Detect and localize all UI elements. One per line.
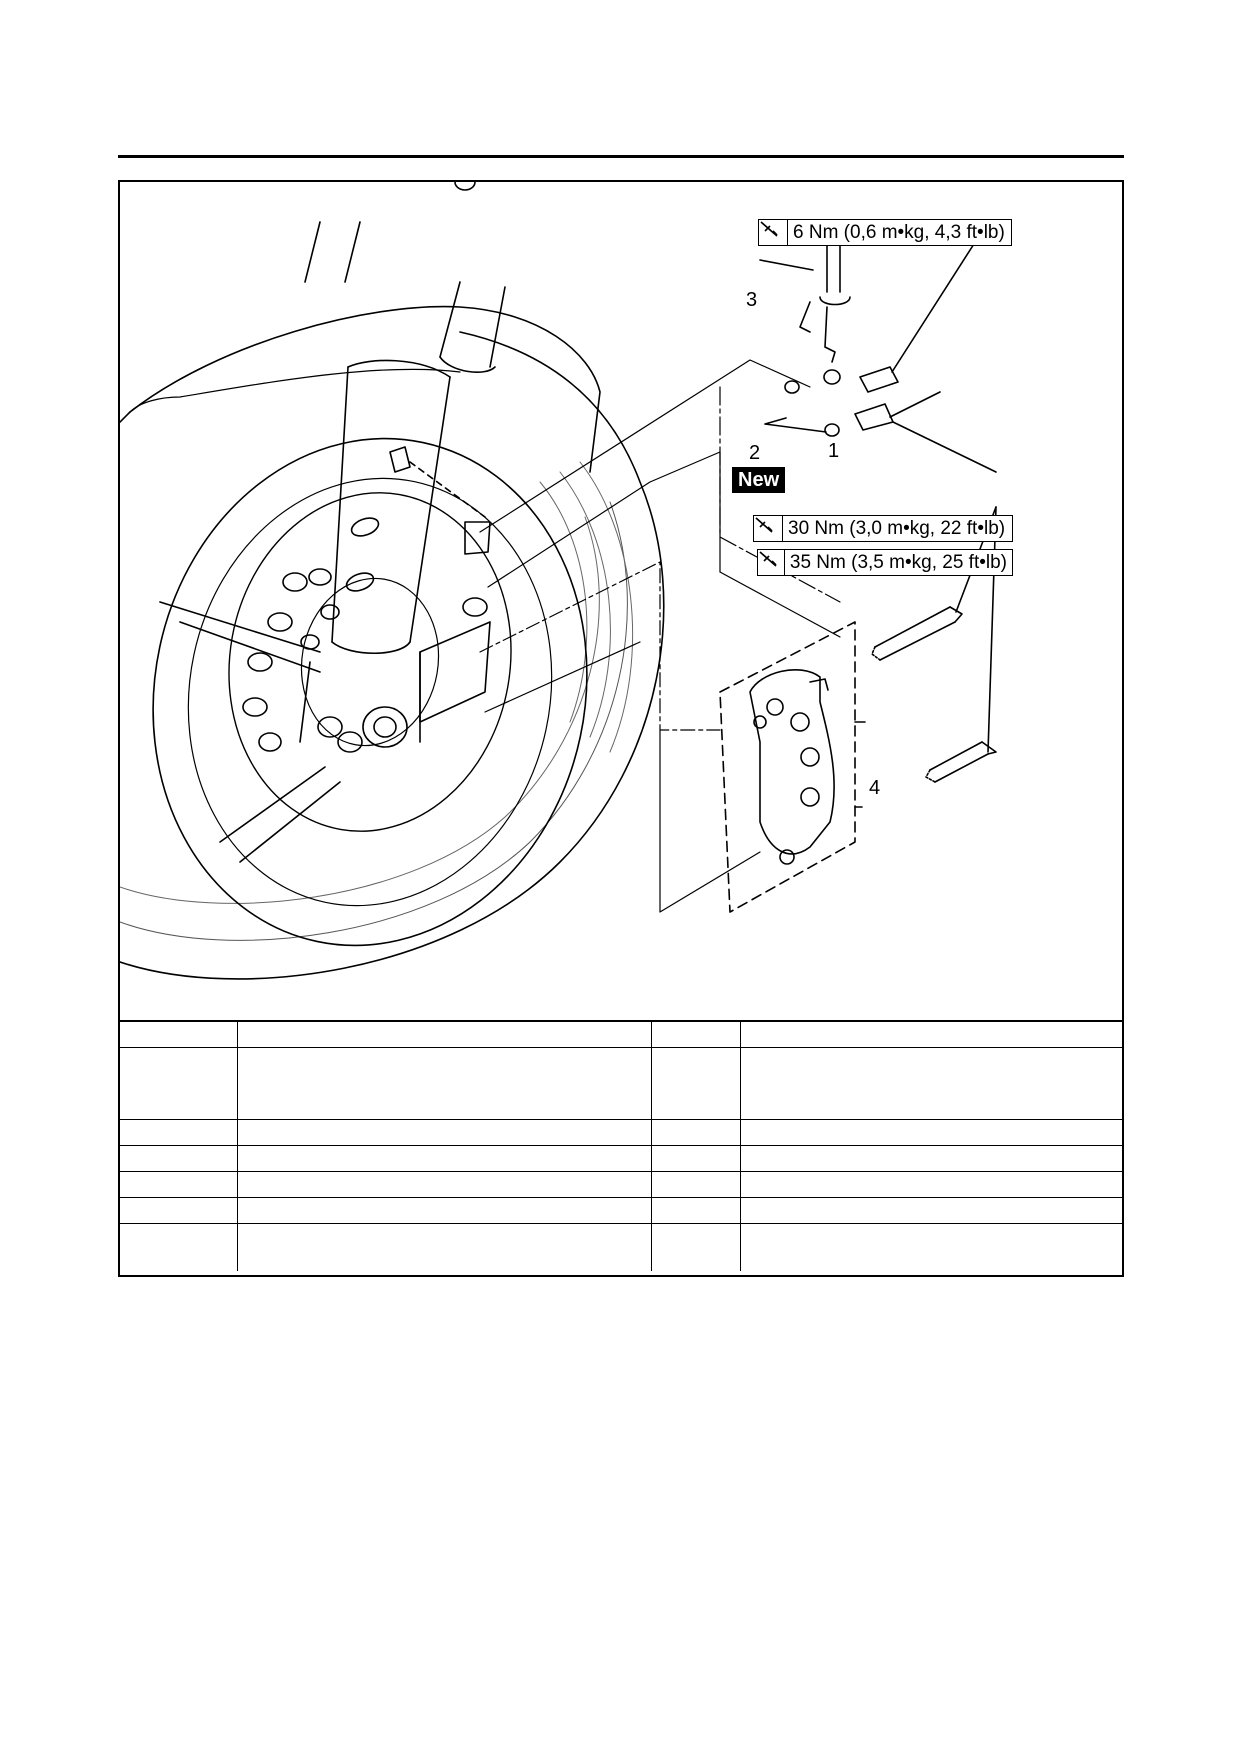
- torque-value: 30 Nm (3,0 m•kg, 22 ft•lb): [788, 517, 1006, 539]
- table-row: [120, 1197, 1122, 1224]
- parts-table: [120, 1020, 1122, 1271]
- table-cell: [120, 1223, 238, 1271]
- table-row: [120, 1119, 1122, 1146]
- torque-wrench-icon: [759, 220, 788, 245]
- header-rule: [118, 155, 1124, 158]
- new-part-badge: New: [732, 467, 786, 493]
- table-cell: [740, 1197, 1122, 1224]
- table-cell: [237, 1197, 653, 1224]
- table-cell: [740, 1020, 1122, 1048]
- table-cell: [651, 1171, 742, 1198]
- torque-spec-caliper-bolt: 30 Nm (3,0 m•kg, 22 ft•lb): [753, 515, 1013, 542]
- table-cell: [237, 1223, 653, 1271]
- callout-2: 2: [749, 442, 761, 464]
- table-cell: [120, 1145, 238, 1172]
- diagram-frame: 6 Nm (0,6 m•kg, 4,3 ft•lb) 30 Nm (3,0 m•…: [118, 180, 1124, 1277]
- torque-wrench-icon: [754, 516, 783, 541]
- table-row: [120, 1020, 1122, 1048]
- torque-spec-mount-bolt: 35 Nm (3,5 m•kg, 25 ft•lb): [757, 549, 1013, 576]
- table-cell: [120, 1047, 238, 1120]
- torque-value: 35 Nm (3,5 m•kg, 25 ft•lb): [789, 551, 1007, 573]
- table-cell: [237, 1047, 653, 1120]
- torque-value: 6 Nm (0,6 m•kg, 4,3 ft•lb): [793, 221, 1005, 243]
- table-row: [120, 1145, 1122, 1172]
- table-cell: [237, 1119, 653, 1146]
- brake-caliper-exploded-illustration: 6 Nm (0,6 m•kg, 4,3 ft•lb) 30 Nm (3,0 m•…: [120, 182, 1122, 1020]
- table-cell: [651, 1119, 742, 1146]
- table-cell: [237, 1145, 653, 1172]
- table-cell: [237, 1171, 653, 1198]
- table-cell: [120, 1119, 238, 1146]
- table-cell: [237, 1020, 653, 1048]
- callout-4: 4: [869, 777, 881, 799]
- table-cell: [741, 1223, 1122, 1271]
- table-cell: [740, 1145, 1122, 1172]
- table-cell: [120, 1171, 238, 1198]
- table-cell: [740, 1119, 1122, 1146]
- table-row: [120, 1223, 1122, 1271]
- table-cell: [740, 1171, 1122, 1198]
- table-cell: [651, 1047, 742, 1120]
- table-cell: [651, 1223, 742, 1271]
- callout-1: 1: [828, 440, 840, 462]
- table-cell: [120, 1020, 238, 1048]
- table-cell: [651, 1197, 742, 1224]
- illustration-svg: [120, 182, 997, 980]
- table-cell: [651, 1020, 742, 1048]
- table-cell: [740, 1047, 1122, 1120]
- callout-3: 3: [746, 289, 758, 311]
- torque-wrench-icon: [758, 550, 785, 575]
- table-row: [120, 1047, 1122, 1120]
- torque-spec-union-bolt: 6 Nm (0,6 m•kg, 4,3 ft•lb): [758, 219, 1012, 246]
- table-cell: [120, 1197, 238, 1224]
- table-cell: [651, 1145, 742, 1172]
- table-row: [120, 1171, 1122, 1198]
